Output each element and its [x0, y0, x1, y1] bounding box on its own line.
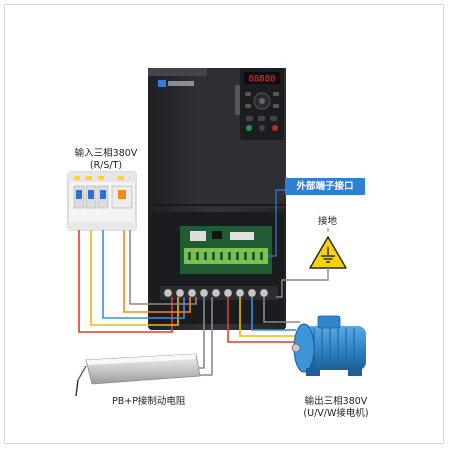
input-wires — [78, 230, 197, 333]
image-frame — [4, 4, 444, 444]
circuit-breaker-icon — [67, 171, 137, 231]
motor-junction-box — [317, 315, 341, 329]
output-label-line2: (U/V/W接电机) — [303, 408, 369, 419]
inverter-unit: 88888 — [148, 68, 286, 330]
stop-button-icon — [272, 125, 278, 131]
ground-wire — [276, 268, 329, 298]
ground-label: 接地 — [318, 216, 338, 227]
run-button-icon — [246, 125, 252, 131]
input-label-line2: (R/S/T) — [89, 160, 123, 171]
led-readout: 88888 — [248, 75, 275, 85]
external-terminal-label: 外部端子接口 — [285, 178, 365, 195]
control-board — [180, 226, 272, 274]
brand-logo — [158, 80, 194, 87]
brake-resistor-icon — [75, 353, 201, 397]
ground-warning-icon — [309, 236, 347, 269]
power-terminal-strip — [160, 286, 278, 300]
output-wires — [227, 297, 300, 343]
output-label-line1: 输出三相380V — [304, 396, 368, 407]
input-label-line1: 输入三相380V — [74, 148, 138, 159]
control-panel: 88888 — [240, 68, 284, 140]
motor-icon — [291, 315, 366, 376]
brake-resistor-label: PB+P接制动电阻 — [112, 396, 186, 407]
input-label: 输入三相380V (R/S/T) — [70, 148, 142, 172]
led-display — [244, 72, 280, 84]
output-label: 输出三相380V (U/V/W接电机) — [296, 396, 376, 420]
callout-line — [268, 189, 285, 257]
